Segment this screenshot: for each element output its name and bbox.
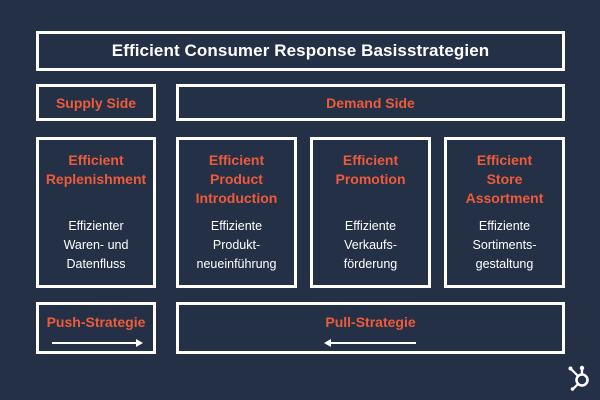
column-description: Effizienter Waren- und Datenfluss: [63, 219, 129, 271]
pull-strategy-box: Pull-Strategie: [176, 302, 565, 354]
supply-side-label: Supply Side: [55, 94, 137, 111]
column-description: Effiziente Verkaufs- förderung: [343, 219, 398, 271]
column-description: Effiziente Produkt- neueinführung: [196, 219, 277, 271]
diagram-title: Efficient Consumer Response Basisstrateg…: [111, 41, 490, 60]
strategy-column-replenishment: Efficient Replenishment Effizienter Ware…: [36, 137, 156, 288]
demand-side-label: Demand Side: [326, 94, 415, 111]
strategy-column-store-assortment: Efficient Store Assortment Effiziente So…: [444, 137, 565, 288]
hubspot-sprocket-icon: [568, 365, 589, 391]
pull-strategy-label: Pull-Strategie: [325, 314, 416, 330]
push-strategy-box: Push-Strategie: [36, 302, 156, 354]
column-heading: Efficient Replenishment: [45, 152, 147, 187]
supply-side-box: Supply Side: [36, 84, 156, 121]
column-heading: Efficient Store Assortment: [465, 152, 544, 206]
push-strategy-label: Push-Strategie: [46, 314, 146, 330]
strategy-column-product-introduction: Efficient Product Introduction Effizient…: [176, 137, 297, 288]
title-box: Efficient Consumer Response Basisstrateg…: [36, 31, 565, 71]
column-heading: Efficient Promotion: [335, 152, 406, 187]
demand-side-box: Demand Side: [176, 84, 565, 121]
column-heading: Efficient Product Introduction: [195, 152, 278, 206]
arrow-right-icon: [52, 339, 143, 347]
column-description: Effiziente Sortiments- gestaltung: [472, 219, 537, 271]
arrow-left-icon: [324, 339, 416, 347]
strategy-column-promotion: Efficient Promotion Effiziente Verkaufs-…: [310, 137, 431, 288]
